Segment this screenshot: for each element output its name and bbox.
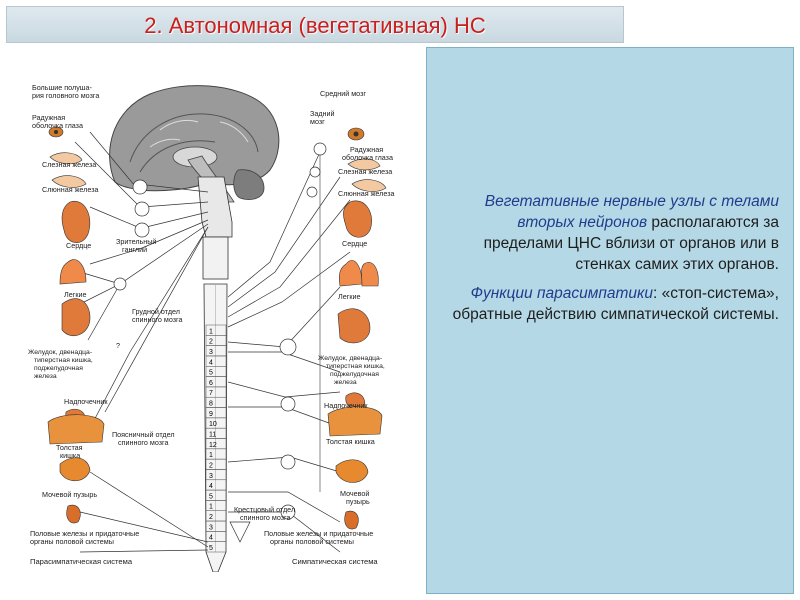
panel-content: Вегетативные нервные узлы с телами вторы…: [449, 191, 779, 325]
label-colon-left: Толстая: [56, 443, 83, 452]
label-gonads-right: Половые железы и придаточные: [264, 529, 373, 538]
spinal-segment-number: 4: [209, 483, 213, 490]
spinal-segment-number: 4: [209, 359, 213, 366]
title-bar: 2. Автономная (вегетативная) НС: [6, 6, 624, 43]
label-gonads-left: Половые железы и придаточные: [30, 529, 139, 538]
label-question: ?: [116, 341, 120, 350]
label-thoracic-line2: спинного мозга: [132, 315, 183, 324]
functions-text: «стоп-система», обратные действию симпат…: [452, 285, 779, 323]
label-stomach-right: Желудок, двенадца-: [318, 355, 382, 362]
label-hindbrain-line2: мозг: [310, 117, 325, 126]
label-brain-line2: рия головного мозга: [32, 91, 99, 100]
paragraph-ganglia: Вегетативные нервные узлы с телами вторы…: [449, 191, 779, 275]
label-colon-right: Толстая кишка: [326, 437, 375, 446]
label-ganglion: Зрительный: [116, 237, 156, 246]
label-salivary-right: Слюнная железа: [338, 189, 395, 198]
label-bladder-right-line2: пузырь: [346, 497, 370, 506]
paragraph-parasympathetic-functions: Функции парасимпатики: «стоп-система», о…: [449, 283, 779, 325]
spinal-segment-number: 1: [209, 504, 213, 511]
spinal-segment-number: 3: [209, 349, 213, 356]
spinal-segment-number: 5: [209, 545, 213, 552]
spinal-segment-number: 9: [209, 411, 213, 418]
spinal-segment-number: 10: [209, 421, 217, 428]
spinal-segment-number: 5: [209, 370, 213, 377]
label-gonads-right-line2: органы половой системы: [270, 537, 354, 546]
spinal-segment-number: 8: [209, 401, 213, 408]
brain-illustration: [109, 85, 280, 203]
label-hindbrain: Задний: [310, 109, 335, 118]
label-adrenal-right: Надпочечник: [324, 401, 368, 410]
label-lungs-left: Легкие: [64, 290, 87, 299]
label-stomach-left: Желудок, двенадца-: [28, 349, 92, 356]
label-lumbar: Поясничный отдел: [112, 430, 175, 439]
label-colon-left-line2: кишка: [60, 451, 80, 460]
spinal-segment-number: 12: [209, 442, 217, 449]
sympathetic-pathways: [227, 142, 351, 553]
spinal-segment-number: 2: [209, 339, 213, 346]
label-midbrain: Средний мозг: [320, 89, 366, 98]
left-labels: Большие полуша- рия головного мозга Раду…: [28, 83, 183, 566]
label-ganglion-line2: ганглий: [122, 245, 147, 254]
label-bladder-left: Мочевой пузырь: [42, 490, 97, 499]
label-iris-left: Радужная: [32, 113, 65, 122]
label-heart-right: Сердце: [342, 239, 367, 248]
spinal-segment-number: 2: [209, 462, 213, 469]
right-organ-illustrations: [327, 127, 387, 530]
label-iris-left-line2: оболочка глаза: [32, 121, 83, 130]
label-lacrimal-right: Слезная железа: [338, 167, 392, 176]
spinal-segment-number: 4: [209, 535, 213, 542]
ganglia-highlight: Вегетативные нервные узлы с телами вторы…: [484, 193, 779, 231]
label-stomach-left-line3: поджелудочная: [34, 365, 83, 372]
spinal-segment-number: 11: [209, 432, 216, 439]
ganglia-text: располагаются за пределами ЦНС вблизи от…: [483, 214, 779, 273]
spinal-segment-number: 1: [209, 452, 213, 459]
spinal-segment-number: 3: [209, 473, 213, 480]
functions-colon: :: [652, 285, 658, 302]
label-iris-right-line2: оболочка глаза: [342, 153, 393, 162]
label-salivary-left: Слюнная железа: [42, 185, 99, 194]
footer-sympathetic: Симпатическая система: [292, 557, 378, 566]
label-stomach-right-line4: железа: [334, 379, 357, 386]
functions-highlight: Функции парасимпатики: [470, 285, 653, 302]
label-brain: Большие полуша-: [32, 83, 93, 92]
footer-parasympathetic: Парасимпатическая система: [30, 557, 133, 566]
label-gonads-left-line2: органы половой системы: [30, 537, 114, 546]
right-labels: Средний мозг Задний мозг Радужная оболоч…: [234, 89, 395, 566]
label-sacral-line2: спинного мозга: [240, 513, 291, 522]
left-organ-illustrations: [47, 126, 105, 524]
label-lumbar-line2: спинного мозга: [118, 438, 169, 447]
spinal-segment-number: 1: [209, 328, 213, 335]
spinal-segment-number: 5: [209, 493, 213, 500]
label-heart-left: Сердце: [66, 241, 91, 250]
label-lacrimal-left: Слезная железа: [42, 160, 96, 169]
label-thoracic: Грудной отдел: [132, 307, 180, 316]
label-stomach-right-line2: типерстная кишка,: [326, 363, 385, 370]
label-stomach-left-line2: типерстная кишка,: [34, 357, 93, 364]
spinal-segment-number: 6: [209, 380, 213, 387]
label-iris-right: Радужная: [350, 145, 383, 154]
spinal-segment-box: [205, 541, 227, 553]
slide-title: 2. Автономная (вегетативная) НС: [144, 13, 486, 38]
spinal-segment-number: 3: [209, 524, 213, 531]
parasympathetic-pathways: [74, 131, 209, 553]
spinal-segment-number: 7: [209, 390, 213, 397]
label-adrenal-left: Надпочечник: [64, 397, 108, 406]
label-bladder-right: Мочевой: [340, 489, 369, 498]
text-panel: Вегетативные нервные узлы с телами вторы…: [426, 47, 794, 594]
label-lungs-right: Легкие: [338, 292, 361, 301]
spinal-segment-number: 2: [209, 514, 213, 521]
label-sacral: Крестцовый отдел: [234, 505, 295, 514]
label-stomach-right-line3: поджелудочная: [330, 371, 379, 378]
label-stomach-left-line4: железа: [34, 373, 57, 380]
